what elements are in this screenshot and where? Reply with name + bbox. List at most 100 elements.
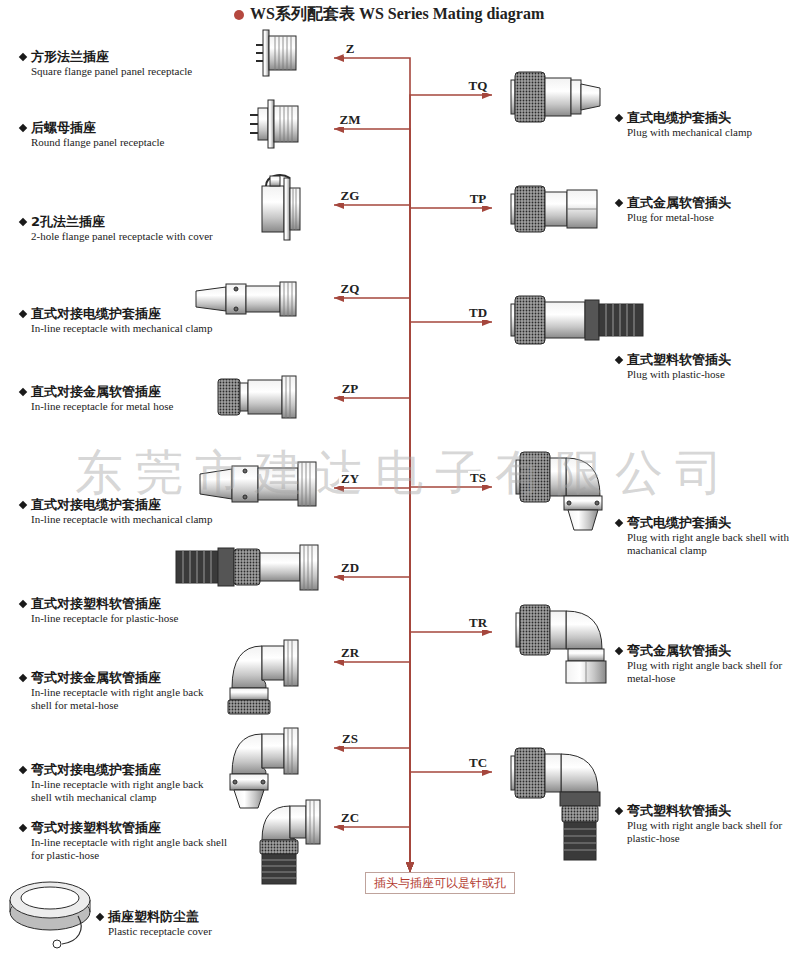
product-name-zh: 直式对接金属软管插座 (31, 384, 173, 400)
model-code: ZR (339, 646, 361, 660)
square-flange-receptacle-part (269, 36, 296, 70)
bullet-diamond (615, 519, 623, 527)
elbow-receptacle-clamp-part (288, 728, 292, 774)
caption: 直式对接金属软管插座In-line receptacle for metal h… (18, 384, 173, 413)
mating-arrow (334, 748, 410, 872)
straight-plug-metal-hose (511, 186, 597, 232)
product-name-en: In-line receptacle with mechanical clamp (31, 322, 212, 335)
elbow-receptacle-metal-hose-part (230, 688, 268, 700)
product-name-en: Plug with plastic-hose (627, 368, 731, 381)
inline-receptacle-plastic-hose-part (300, 545, 318, 590)
model-code: TP (468, 192, 489, 206)
elbow-plug-plastic-hose-part (545, 754, 561, 792)
square-flange-receptacle (256, 30, 296, 76)
bullet-diamond (19, 124, 27, 132)
square-flange-receptacle-part (263, 30, 269, 76)
product-name-en: Plug for metal-hose (627, 211, 731, 224)
product-entry: 2孔法兰插座2-hole flange panel receptacle wit… (18, 172, 334, 243)
elbow-receptacle-clamp-part (261, 780, 265, 784)
inline-receptacle-clamp-part (280, 282, 296, 316)
product-name-zh: 方形法兰插座 (31, 49, 192, 65)
note-box: 插头与插座可以是针或孔 (365, 872, 515, 894)
elbow-receptacle-metal-hose-part (288, 640, 292, 686)
elbow-plug-plastic-hose-part (561, 754, 598, 792)
product-entry: 弯式对接电缆护套插座In-line receptacle with right … (18, 728, 334, 808)
straight-plug-metal-hose-part (515, 186, 545, 232)
bullet-diamond (615, 199, 623, 207)
round-flange-receptacle-part (250, 115, 258, 133)
elbow-plug-clamp-part (595, 501, 599, 505)
round-flange-receptacle-part (258, 108, 268, 140)
elbow-plug-plastic-hose-part (562, 806, 598, 822)
product-name-en: Square flange panel panel receptacle (31, 65, 192, 78)
elbow-plug-clamp-part (568, 510, 598, 530)
elbow-receptacle-metal-hose-part (232, 646, 266, 688)
model-code: ZC (339, 811, 361, 825)
two-hole-flange-receptacle-part (262, 186, 284, 232)
elbow-receptacle-clamp-part (233, 780, 237, 784)
model-code: TQ (467, 79, 490, 93)
product-name-zh: 弯式对接塑料软管插座 (31, 820, 236, 836)
elbow-plug-metal-hose (516, 605, 606, 683)
bullet-diamond (615, 647, 623, 655)
mating-arrow (334, 205, 410, 872)
caption: 2孔法兰插座2-hole flange panel receptacle wit… (18, 214, 213, 243)
model-code: TR (467, 616, 489, 630)
model-code: TC (467, 756, 489, 770)
product-name-zh: 直式对接塑料软管插座 (31, 596, 179, 612)
straight-plug-plastic-hose-part (606, 304, 634, 336)
straight-plug-clamp-part (545, 78, 571, 116)
product-name-zh: 弯式对接电缆护套插座 (31, 762, 211, 778)
inline-receptacle-plastic-hose-part (260, 553, 300, 581)
elbow-receptacle-clamp-part (262, 734, 284, 768)
inline-receptacle-plastic-hose-part (176, 551, 218, 583)
elbow-plug-clamp-part (567, 501, 571, 505)
bullet-diamond (19, 824, 27, 832)
product-name-en: In-line receptacle for plastic-hose (31, 612, 179, 625)
straight-plug-clamp-part (515, 72, 545, 122)
dust-cover-part (53, 940, 61, 948)
caption: 直式电缆护套插头Plug with mechanical clamp (614, 110, 752, 139)
elbow-receptacle-clamp (230, 728, 298, 808)
caption: 弯式电缆护套插头Plug with right angle back shell… (614, 515, 792, 557)
elbow-receptacle-clamp-part (232, 734, 266, 774)
inline-receptacle-clamp-part (196, 287, 226, 311)
dust-cover-part (62, 916, 81, 944)
product-name-en: Round flange panel receptacle (31, 136, 164, 149)
product-name-zh: 2孔法兰插座 (31, 214, 213, 230)
straight-plug-clamp-part (571, 80, 581, 114)
product-name-zh: 直式对接电缆护套插座 (31, 497, 212, 513)
elbow-plug-metal-hose-part (520, 605, 550, 655)
elbow-plug-plastic-hose-part (564, 822, 596, 860)
two-hole-flange-receptacle-part (284, 178, 290, 240)
bullet-diamond (19, 388, 27, 396)
elbow-receptacle-clamp-part (234, 790, 264, 808)
title: WS系列配套表 WS Series Mating diagram (250, 4, 544, 24)
straight-plug-metal-hose-part (511, 194, 515, 224)
product-name-en: Plug with right angle back shell for pla… (627, 819, 792, 845)
product-name-en: 2-hole flange panel receptacle with cove… (31, 230, 213, 243)
straight-plug-plastic-hose-part (599, 304, 643, 336)
product-name-zh: 直式电缆护套插头 (627, 110, 752, 126)
product-entry: 直式塑料软管插头Plug with plastic-hose (492, 296, 731, 381)
round-flange-receptacle-part (274, 106, 298, 142)
straight-plug-clamp-part (581, 84, 600, 110)
caption: 弯式对接电缆护套插座In-line receptacle with right … (18, 762, 211, 804)
elbow-plug-plastic-hose-part (515, 748, 545, 798)
caption: 直式对接电缆护套插座In-line receptacle with mechan… (18, 497, 212, 526)
product-entry: 后螺母插座Round flange panel receptacle (18, 100, 334, 149)
elbow-receptacle-plastic-hose-part (260, 840, 298, 854)
product-name-zh: 弯式金属软管插头 (627, 643, 792, 659)
inline-receptacle-clamp-part (284, 282, 292, 316)
square-flange-receptacle-part (256, 45, 263, 61)
caption: 弯式塑料软管插头Plug with right angle back shell… (614, 803, 792, 845)
model-code: Z (344, 42, 357, 56)
model-code: TD (467, 306, 489, 320)
elbow-plug-metal-hose-part (566, 661, 606, 683)
product-entry: 直式对接电缆护套插座In-line receptacle with mechan… (18, 282, 334, 335)
bullet-diamond (19, 310, 27, 318)
mating-arrow (410, 772, 492, 872)
bullet-diamond (19, 218, 27, 226)
inline-receptacle-clamp-part (234, 307, 238, 311)
